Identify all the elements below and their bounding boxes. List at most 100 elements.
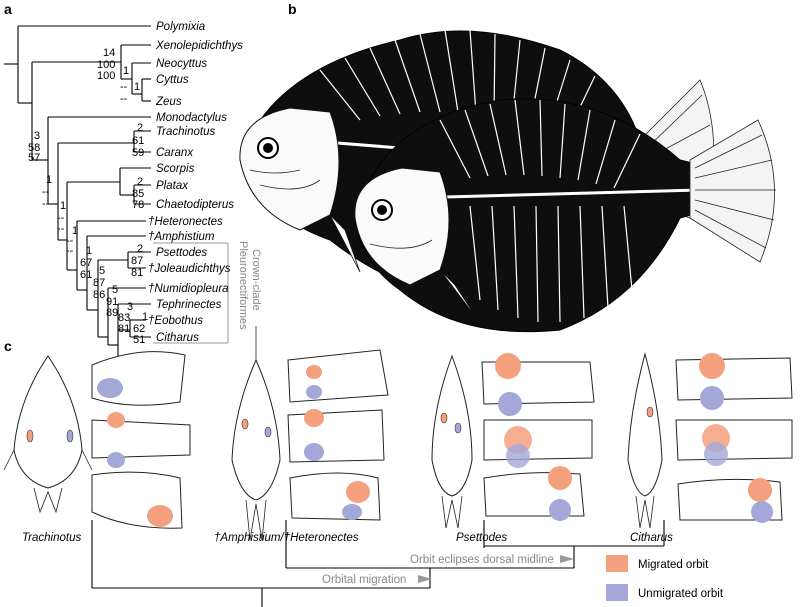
support-value: 87 — [93, 277, 105, 289]
support-value: 1 — [86, 245, 92, 257]
panel-label-a: a — [4, 1, 12, 17]
caption-slash: / — [279, 532, 285, 544]
support-value: 85 — [132, 188, 144, 200]
support-value: 57 — [28, 152, 40, 164]
caption-trachinotus: Trachinotus — [22, 532, 81, 544]
caption-citharus: Citharus — [630, 532, 673, 544]
support-value: 78 — [132, 199, 144, 211]
taxon-label: Polymixia — [156, 21, 205, 33]
cladogram — [4, 25, 229, 361]
support-value: 87 — [131, 255, 143, 267]
support-value: 67 — [80, 257, 92, 269]
arrow-head-icon — [418, 575, 432, 583]
trachinotus-skulls — [91, 351, 191, 529]
support-value: 5 — [112, 284, 118, 296]
legend-swatch-migrated — [606, 555, 628, 572]
caption-amphistium: Amphistium — [219, 532, 280, 544]
taxon-label: Amphistium — [153, 231, 214, 243]
support-value: 1 — [46, 174, 52, 186]
fossil-dagger: † — [148, 231, 155, 243]
psettodes-skulls — [481, 353, 595, 521]
fossil-dagger: † — [284, 532, 291, 544]
taxon-label: Chaetodipterus — [156, 199, 234, 211]
support-value: -- — [42, 186, 50, 198]
support-value: 1 — [123, 65, 129, 77]
support-value: -- — [120, 93, 128, 105]
taxon-label: Eobothus — [154, 315, 203, 327]
taxon-label: Tephrinectes — [156, 299, 222, 311]
support-value: 61 — [132, 135, 144, 147]
support-value: 81 — [118, 323, 130, 335]
legend-label-unmigrated: Unmigrated orbit — [638, 588, 724, 600]
clade-label-line-2: Pleuronectiformes — [237, 241, 249, 330]
arrow-orbit-eclipses: Orbit eclipses dorsal midline — [410, 554, 574, 566]
support-value: 100 — [97, 70, 115, 82]
taxon-label: Monodactylus — [156, 112, 227, 124]
taxon-label: Psettodes — [156, 247, 207, 259]
svg-text:†Joleaudichthys: †Joleaudichthys — [148, 263, 231, 275]
support-value: -- — [66, 235, 74, 247]
fossil-dagger: † — [148, 216, 155, 228]
support-value: 2 — [137, 176, 143, 188]
support-value: 5 — [99, 265, 105, 277]
panel-label-c: c — [4, 338, 12, 354]
support-value: -- — [57, 223, 65, 235]
support-value: 59 — [132, 147, 144, 159]
support-value: 83 — [118, 312, 130, 324]
svg-text:†Amphistium: †Amphistium — [148, 231, 215, 243]
fossil-dagger: † — [148, 315, 155, 327]
caption-heteronectes: Heteronectes — [290, 532, 359, 544]
support-value: 14 — [103, 47, 115, 59]
svg-text:†Eobothus: †Eobothus — [148, 315, 203, 327]
support-value: 1 — [134, 81, 140, 93]
amphistium-frontal-view — [231, 326, 281, 541]
taxon-label: Heteronectes — [154, 216, 223, 228]
support-value: 89 — [106, 307, 118, 319]
taxon-labels: Polymixia Xenolepidichthys Neocyttus Cyt… — [148, 21, 243, 344]
svg-text:†Numidiopleura: †Numidiopleura — [148, 283, 229, 295]
arrow-label-orbital-migration: Orbital migration — [322, 574, 406, 586]
taxon-label: Joleaudichthys — [153, 263, 230, 275]
support-value: 1 — [142, 311, 148, 323]
support-value: -- — [66, 245, 74, 257]
arrow-head-icon — [560, 555, 574, 563]
support-value: 91 — [106, 296, 118, 308]
node-support-values: 14 100 100 1 -- 1 -- 3 58 57 2 61 59 1 -… — [28, 47, 148, 346]
taxon-label: Scorpis — [156, 163, 195, 175]
fossil-dagger: † — [148, 263, 155, 275]
legend: Migrated orbit Unmigrated orbit — [606, 555, 724, 601]
taxon-label: Caranx — [156, 147, 194, 159]
taxon-label: Platax — [156, 180, 189, 192]
svg-text:†Heteronectes: †Heteronectes — [148, 216, 223, 228]
taxon-label: Neocyttus — [156, 58, 207, 70]
psettodes-frontal-view — [431, 354, 473, 529]
support-value: 86 — [93, 289, 105, 301]
citharus-frontal-view — [627, 352, 663, 529]
caption-psettodes: Psettodes — [456, 532, 507, 544]
clade-label-line-1: Crown-clade — [250, 249, 262, 311]
svg-text:†Amphistium/†Heteronectes: †Amphistium/†Heteronectes — [214, 532, 359, 544]
arrow-label-orbit-eclipses: Orbit eclipses dorsal midline — [410, 554, 554, 566]
support-value: 51 — [133, 334, 145, 346]
support-value: 1 — [72, 225, 78, 237]
taxon-label: Zeus — [155, 96, 182, 108]
fossil-dagger: † — [214, 532, 221, 544]
taxon-label: Xenolepidichthys — [155, 40, 243, 52]
support-value: -- — [57, 212, 65, 224]
panel-label-b: b — [288, 1, 297, 17]
support-value: -- — [120, 81, 128, 93]
taxon-label: Trachinotus — [156, 126, 215, 138]
support-value: 58 — [28, 142, 40, 154]
support-value: 2 — [137, 122, 143, 134]
support-value: 3 — [127, 301, 133, 313]
fish-skeleton-front — [329, 98, 776, 333]
amphistium-skulls — [287, 349, 389, 521]
trachinotus-frontal-view — [3, 355, 93, 514]
support-value: 1 — [60, 200, 66, 212]
support-value: 81 — [131, 267, 143, 279]
citharus-skulls — [675, 353, 793, 523]
support-value: 100 — [97, 59, 115, 71]
taxon-label: Cyttus — [156, 74, 189, 86]
support-value: 2 — [137, 243, 143, 255]
